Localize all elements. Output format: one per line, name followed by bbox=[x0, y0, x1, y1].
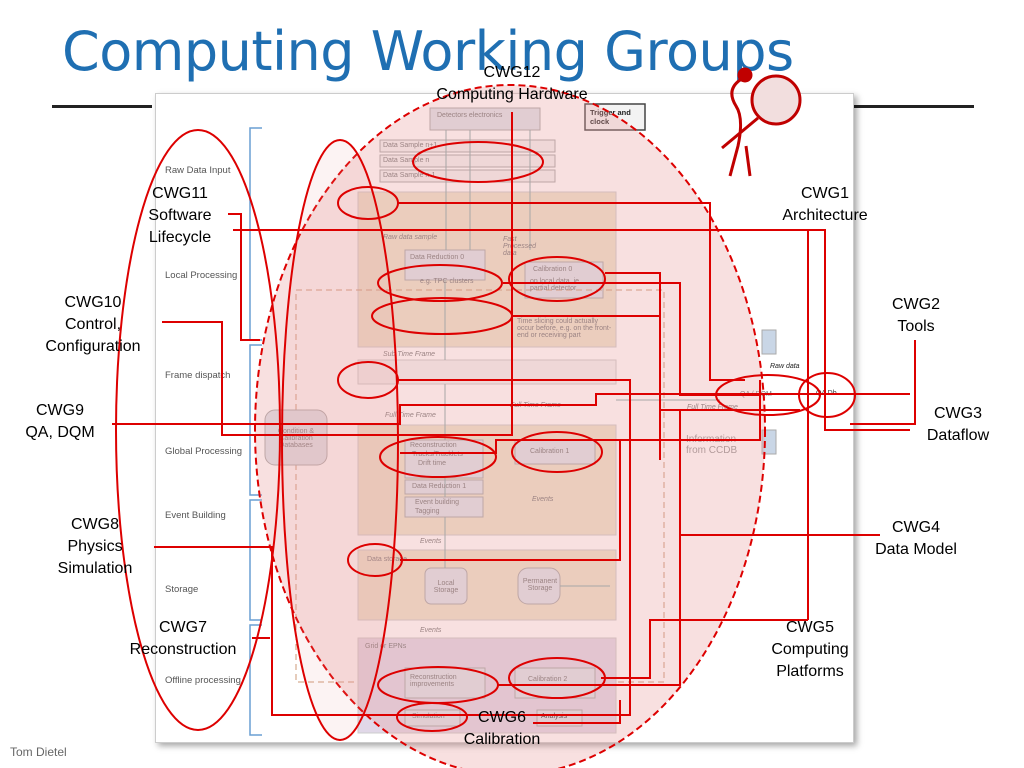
box-grid-epns: Grid or EPNs bbox=[365, 643, 407, 650]
box-condition-db: Condition & Calibration Databases bbox=[277, 428, 315, 449]
box-calibration-0-sub: on local data, ie. partial detector bbox=[530, 278, 581, 292]
cwg7-ellipse bbox=[281, 139, 399, 741]
cwg11-ellipse bbox=[115, 129, 281, 731]
box-data-sample-n-1: Data Sample n-1 bbox=[383, 172, 436, 179]
box-data-sample-n: Data Sample n bbox=[383, 157, 430, 164]
box-analysis: Analysis bbox=[541, 713, 568, 720]
slide-title: Computing Working Groups bbox=[62, 20, 794, 83]
box-raw-data-sample: Raw data sample bbox=[383, 234, 438, 241]
box-fast-processed: Fast Processed data bbox=[503, 236, 537, 257]
box-reconstruction-improvements: Reconstruction improvements bbox=[410, 674, 457, 688]
box-local-storage: Local Storage bbox=[433, 580, 459, 594]
box-tracks: Tracks/Tracklets bbox=[412, 451, 463, 458]
box-time-slicing-note: Time slicing could actually occur before… bbox=[517, 318, 612, 339]
bracket-event-storage bbox=[249, 499, 262, 621]
box-permanent-storage: Permanent Storage bbox=[522, 578, 558, 592]
stage-raw-data-input: Raw Data Input bbox=[165, 165, 231, 176]
stage-storage: Storage bbox=[165, 584, 199, 595]
box-drift-time: Drift time bbox=[418, 460, 446, 467]
title-rule-right bbox=[852, 105, 974, 108]
box-tagging: Tagging bbox=[415, 508, 440, 515]
stage-frame-dispatch: Frame dispatch bbox=[165, 370, 231, 381]
stage-global-processing: Global Processing bbox=[165, 446, 243, 457]
box-detectors: Detectors electronics bbox=[437, 112, 503, 119]
box-sub-time-frame: Sub Time Frame bbox=[383, 351, 436, 358]
box-data-reduction-1: Data Reduction 1 bbox=[412, 483, 467, 490]
box-event-building: Event building bbox=[415, 499, 459, 506]
box-calibration-1: Calibration 1 bbox=[530, 448, 570, 455]
bracket-offline bbox=[249, 624, 262, 736]
box-events-2: Events bbox=[420, 538, 442, 545]
bracket-frame-global bbox=[249, 344, 262, 496]
box-trigger: Trigger and clock bbox=[590, 108, 631, 126]
stage-local-processing: Local Processing bbox=[165, 270, 238, 281]
footer-author: Tom Dietel bbox=[10, 745, 67, 759]
box-calibration-2: Calibration 2 bbox=[528, 676, 568, 683]
box-raw-data: Raw data bbox=[770, 363, 800, 370]
magnifier-figure-icon bbox=[721, 67, 802, 177]
box-full-time-frame: Full Time Frame bbox=[385, 412, 436, 419]
box-data-reduction-0: Data Reduction 0 bbox=[410, 254, 465, 261]
box-data-sample-n1: Data Sample n+1 bbox=[383, 142, 438, 149]
cwg12-ellipse bbox=[254, 84, 766, 768]
box-tpc-clusters: e.g. TPC clusters bbox=[420, 278, 474, 285]
box-full-time-frame-3: Full Time Frame bbox=[687, 404, 738, 411]
box-data-storage: Data storage bbox=[367, 556, 408, 563]
box-calibration-0: Calibration 0 bbox=[533, 266, 573, 273]
box-events-3: Events bbox=[420, 627, 442, 634]
stage-event-building: Event Building bbox=[165, 510, 226, 521]
title-rule-left bbox=[52, 105, 152, 108]
stage-offline-processing: Offline processing bbox=[165, 675, 241, 686]
box-reconstruction: Reconstruction bbox=[410, 442, 457, 449]
box-simulation: Simulation bbox=[412, 713, 445, 720]
box-events-1: Events bbox=[532, 496, 554, 503]
